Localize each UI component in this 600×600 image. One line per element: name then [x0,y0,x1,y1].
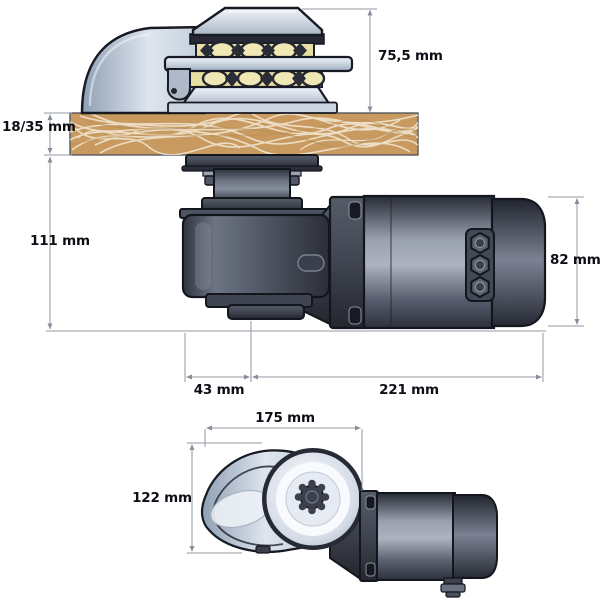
drum-top-view [262,448,364,550]
dim-label-motor-diameter: 82 mm [550,252,600,268]
deck-cross-section [69,112,419,156]
dimension-lines [44,8,584,554]
motor-top-view [359,490,498,598]
chain-stripper-arm [163,55,354,73]
stripper-hook [166,68,191,101]
dim-label-gearbox-offset: 43 mm [193,382,245,398]
motor-terminal-block [465,228,495,302]
motor-end-cap [490,197,547,328]
top-view [200,448,498,598]
drain-nipple [440,577,466,598]
dim-label-deck-thickness: 18/35 mm [2,119,76,135]
below-deck-assembly [179,154,333,327]
dim-label-top-width: 122 mm [132,490,192,506]
side-view [69,6,547,330]
top-cap [191,6,324,37]
dim-label-motor-length: 221 mm [379,382,439,398]
deck-base-plate [167,101,338,114]
dim-label-above-deck-height: 75,5 mm [378,48,443,64]
chainwheel-gypsy [187,40,326,88]
clutch-star [294,479,330,515]
dim-label-top-length: 175 mm [255,410,315,426]
deck-fiber-texture [70,113,418,155]
dim-label-below-deck-height: 111 mm [30,233,90,249]
motor-side-view [328,194,547,330]
above-deck-windlass [80,6,354,115]
